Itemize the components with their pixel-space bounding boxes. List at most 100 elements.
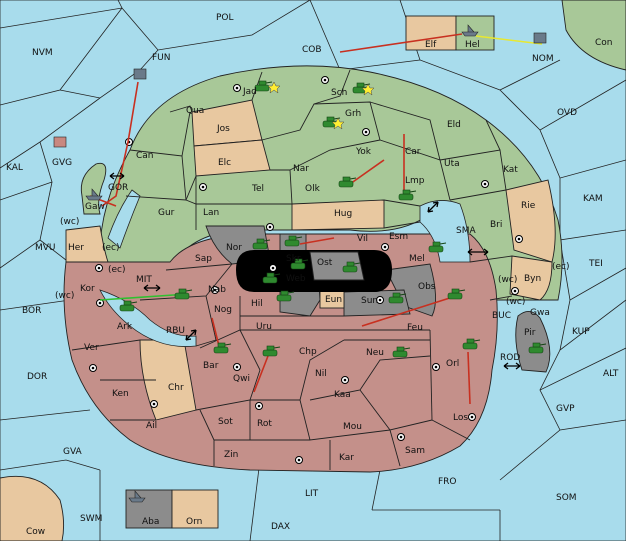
fleet-ship-icon[interactable] [461, 24, 479, 37]
label-Con: Con [595, 38, 613, 48]
province-Ost[interactable] [309, 251, 365, 281]
province-Elc[interactable] [193, 139, 271, 177]
army-tank-icon[interactable] [428, 241, 447, 253]
label-Feu: Feu [407, 323, 423, 333]
label-RBU: RBU [166, 326, 185, 336]
army-tank-icon[interactable] [119, 300, 138, 312]
army-tank-icon[interactable] [447, 288, 466, 300]
army-tank-icon[interactable] [290, 258, 309, 270]
army-tank-icon[interactable] [252, 238, 271, 250]
province-Pir[interactable] [515, 311, 551, 373]
label-ROD: ROD [500, 353, 520, 363]
label-Byn: Byn [524, 274, 541, 284]
label-Lan: Lan [203, 208, 219, 218]
support-arrow-Kor-Ark [99, 293, 189, 301]
supply-center-icon [95, 264, 103, 272]
army-tank-icon[interactable] [262, 272, 281, 284]
supply-center-icon [255, 402, 263, 410]
label-Web: Web [286, 274, 306, 284]
label-Ark: Ark [117, 322, 133, 332]
army-tank-icon[interactable] [254, 80, 273, 92]
province-Byn[interactable] [509, 255, 553, 301]
army-tank-icon[interactable] [462, 338, 481, 350]
supply-center-icon [89, 364, 97, 372]
province-Her[interactable] [65, 225, 109, 263]
fleet-ship-icon[interactable] [85, 188, 103, 201]
order-arrows [89, 33, 543, 405]
label-Vil: Vil [357, 234, 368, 244]
label-OVD: OVD [557, 108, 577, 118]
province-Gaw[interactable] [80, 162, 107, 215]
fleet-ship-icon[interactable] [128, 490, 146, 503]
label-DOR: DOR [27, 372, 47, 382]
fleet-ship-icon[interactable] [53, 136, 67, 148]
label-LIT: LIT [305, 489, 319, 499]
label-Uta: Uta [444, 159, 460, 169]
army-tank-icon[interactable] [276, 290, 295, 302]
label-Rot: Rot [257, 419, 272, 429]
province-Elf[interactable] [405, 15, 457, 51]
label-MIT: MIT [136, 275, 152, 285]
dislodged-star-icon [267, 81, 281, 94]
province-Orn[interactable] [171, 489, 219, 529]
fleet-ship-icon[interactable] [133, 68, 147, 80]
label-ec2: (ec) [108, 265, 126, 275]
fleet-ship-icon[interactable] [533, 32, 547, 44]
label-Qua: Qua [186, 106, 204, 116]
supply-centers [89, 76, 523, 464]
label-MVU: MVU [35, 243, 56, 253]
army-tank-icon[interactable] [392, 346, 411, 358]
label-Hel: Hel [465, 40, 480, 50]
supply-center-icon [269, 264, 277, 272]
label-Qwi: Qwi [233, 374, 250, 384]
label-Kat: Kat [503, 165, 518, 175]
army-tank-icon[interactable] [388, 292, 407, 304]
label-Her: Her [68, 243, 84, 253]
label-Los: Los [453, 413, 468, 423]
army-tank-icon[interactable] [262, 345, 281, 357]
label-wc2: (wc) [498, 275, 517, 285]
label-wc4: (wc) [506, 297, 525, 307]
label-Skr: Skr [286, 254, 301, 264]
label-Orl: Orl [446, 359, 459, 369]
sea-SMA[interactable] [419, 200, 471, 263]
army-tank-icon[interactable] [338, 176, 357, 188]
label-ec1: (ec) [102, 243, 120, 253]
army-tank-icon[interactable] [284, 235, 303, 247]
supply-center-icon [397, 433, 405, 441]
label-Kaa: Kaa [334, 390, 351, 400]
label-Chp: Chp [299, 347, 317, 357]
label-Ken: Ken [112, 389, 129, 399]
label-Aba: Aba [142, 517, 159, 527]
army-tank-icon[interactable] [528, 342, 547, 354]
label-ec3: (ec) [552, 262, 570, 272]
supply-center-icon [481, 180, 489, 188]
label-Yok: Yok [355, 147, 372, 157]
label-NOM: NOM [532, 54, 554, 64]
province-labels: POL NVM FUN COB Elf Hel NOM Con Jad Sch … [6, 13, 619, 537]
label-COB: COB [302, 45, 322, 55]
province-Obs[interactable] [385, 263, 436, 317]
province-Aba[interactable] [125, 489, 173, 529]
label-Sot: Sot [218, 417, 233, 427]
army-tank-icon[interactable] [213, 342, 232, 354]
sea-MIT-bay[interactable] [107, 189, 141, 249]
label-Neu: Neu [366, 348, 384, 358]
province-Cow[interactable] [0, 475, 65, 541]
army-tank-icon[interactable] [398, 189, 417, 201]
label-Sap: Sap [195, 254, 212, 264]
supply-center-icon [211, 286, 219, 294]
supply-center-icon [233, 84, 241, 92]
label-FRO: FRO [438, 477, 457, 487]
supply-center-icon [376, 296, 384, 304]
label-Obs: Obs [418, 282, 436, 292]
label-SWM: SWM [80, 514, 102, 524]
label-Zin: Zin [224, 450, 238, 460]
label-Nil: Nil [315, 369, 327, 379]
label-Mel: Mel [409, 254, 425, 264]
army-tank-icon[interactable] [174, 288, 193, 300]
army-tank-icon[interactable] [342, 261, 361, 273]
label-Uru: Uru [256, 322, 272, 332]
